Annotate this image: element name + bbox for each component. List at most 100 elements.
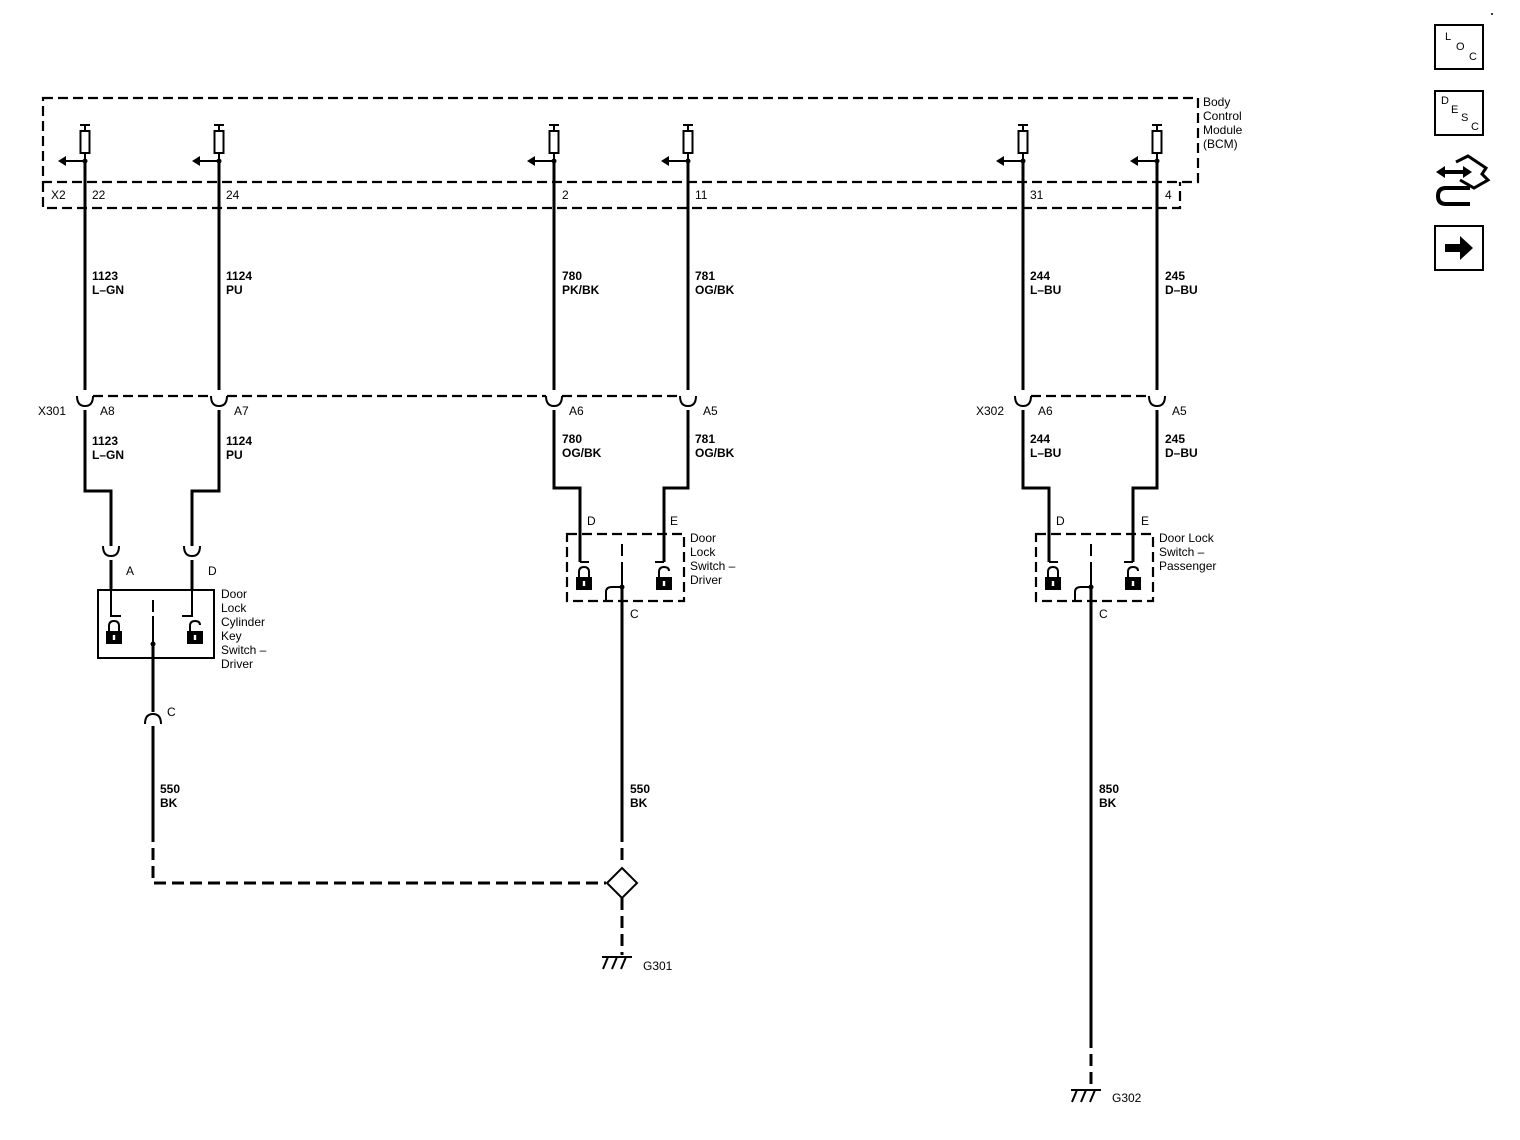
svg-text:550: 550: [630, 782, 650, 796]
wires-lower: [83, 410, 1159, 562]
bcm-label-1: Body: [1203, 95, 1230, 109]
svg-text:Passenger: Passenger: [1159, 559, 1216, 573]
loc-button[interactable]: L O C: [1434, 24, 1484, 70]
desc-letter-c: C: [1471, 121, 1479, 133]
svg-text:D: D: [208, 564, 217, 578]
svg-text:A7: A7: [234, 404, 249, 418]
bcm-label-3: Module: [1203, 123, 1243, 137]
loc-letter-o: O: [1456, 41, 1465, 53]
svg-text:D–BU: D–BU: [1165, 283, 1198, 297]
svg-text:D–BU: D–BU: [1165, 446, 1198, 460]
svg-text:E: E: [1141, 514, 1149, 528]
svg-text:OG/BK: OG/BK: [562, 446, 602, 460]
x301-label: X301: [38, 404, 66, 418]
svg-text:24: 24: [226, 188, 240, 202]
bcm-pin-2: 2: [526, 124, 569, 202]
bcm-pin-24: 24: [191, 124, 240, 202]
svg-text:4: 4: [1165, 188, 1172, 202]
bcm-label-2: Control: [1203, 109, 1242, 123]
desc-letter-s: S: [1461, 112, 1469, 124]
svg-text:E: E: [670, 514, 678, 528]
inline-connector-x302: X302 A6 A5: [976, 394, 1187, 418]
ground-g302: G302: [1070, 1089, 1142, 1105]
svg-text:A5: A5: [1172, 404, 1187, 418]
svg-text:L–GN: L–GN: [92, 283, 124, 297]
svg-text:D: D: [587, 514, 596, 528]
desc-letter-e: E: [1451, 104, 1459, 116]
svg-text:245: 245: [1165, 269, 1185, 283]
ground-wire-550-left: 550 BK: [151, 782, 606, 885]
svg-text:550: 550: [160, 782, 180, 796]
desc-letter-d: D: [1441, 95, 1449, 107]
svg-text:Lock: Lock: [221, 601, 247, 615]
svg-text:OG/BK: OG/BK: [695, 283, 735, 297]
bcm-module: Body Control Module (BCM) X2: [41, 95, 1243, 210]
svg-text:OG/BK: OG/BK: [695, 446, 735, 460]
svg-text:244: 244: [1030, 432, 1050, 446]
svg-text:C: C: [1099, 607, 1108, 621]
loc-letter-c: C: [1469, 51, 1477, 63]
svg-text:BK: BK: [1099, 796, 1117, 810]
svg-text:1123: 1123: [92, 269, 118, 283]
svg-text:244: 244: [1030, 269, 1050, 283]
svg-text:781: 781: [695, 269, 715, 283]
svg-text:L–BU: L–BU: [1030, 446, 1061, 460]
door-lock-switch-driver: D E C Door Lock Switch – Driver: [565, 514, 736, 830]
svg-text:781: 781: [695, 432, 715, 446]
loc-letter-l: L: [1445, 31, 1452, 43]
svg-text:780: 780: [562, 432, 582, 446]
svg-text:22: 22: [92, 188, 106, 202]
svg-text:BK: BK: [160, 796, 178, 810]
door-lock-switch-passenger: D E C Door Lock Switch – Passenger: [1034, 514, 1216, 1036]
next-page-button[interactable]: [1434, 225, 1484, 271]
svg-text:Key: Key: [221, 629, 242, 643]
svg-text:850: 850: [1099, 782, 1119, 796]
svg-text:G301: G301: [643, 959, 673, 973]
svg-text:PU: PU: [226, 283, 243, 297]
bcm-pin-22: 22: [57, 124, 106, 202]
svg-text:A6: A6: [569, 404, 584, 418]
svg-text:1124: 1124: [226, 434, 252, 448]
svg-text:Driver: Driver: [221, 657, 253, 671]
svg-text:Switch –: Switch –: [221, 643, 267, 657]
svg-text:A5: A5: [703, 404, 718, 418]
connector-x2-label: X2: [51, 188, 66, 202]
svg-text:D: D: [1056, 514, 1065, 528]
door-lock-cylinder-key-switch: A D C Door Lock Cylinder Key Switch – Dr…: [97, 545, 267, 830]
svg-text:PU: PU: [226, 448, 243, 462]
desc-button[interactable]: D E S C: [1434, 90, 1484, 136]
svg-text:Switch –: Switch –: [690, 559, 736, 573]
svg-text:1123: 1123: [92, 434, 118, 448]
arrow-right-icon: [1445, 236, 1473, 260]
inline-connector-x301: X301 A8 A7 A6 A5: [38, 394, 718, 418]
splice-diamond: [605, 866, 639, 900]
svg-text:2: 2: [562, 188, 569, 202]
x302-label: X302: [976, 404, 1004, 418]
svg-text:Door: Door: [221, 587, 247, 601]
ground-wire-850: 850 BK: [1089, 782, 1119, 1088]
bcm-pin-31: 31: [995, 124, 1044, 202]
svg-text:Switch –: Switch –: [1159, 545, 1205, 559]
svg-text:Lock: Lock: [690, 545, 716, 559]
bcm-pin-11: 11: [660, 124, 708, 202]
ground-g301: G301: [601, 898, 673, 973]
svg-text:BK: BK: [630, 796, 648, 810]
svg-text:L–BU: L–BU: [1030, 283, 1061, 297]
svg-text:245: 245: [1165, 432, 1185, 446]
wiring-diagram-icon[interactable]: [1432, 150, 1492, 212]
svg-text:C: C: [630, 607, 639, 621]
svg-text:Cylinder: Cylinder: [221, 615, 265, 629]
bcm-label-4: (BCM): [1203, 137, 1238, 151]
ground-wire-550-right: 550 BK: [620, 782, 650, 866]
